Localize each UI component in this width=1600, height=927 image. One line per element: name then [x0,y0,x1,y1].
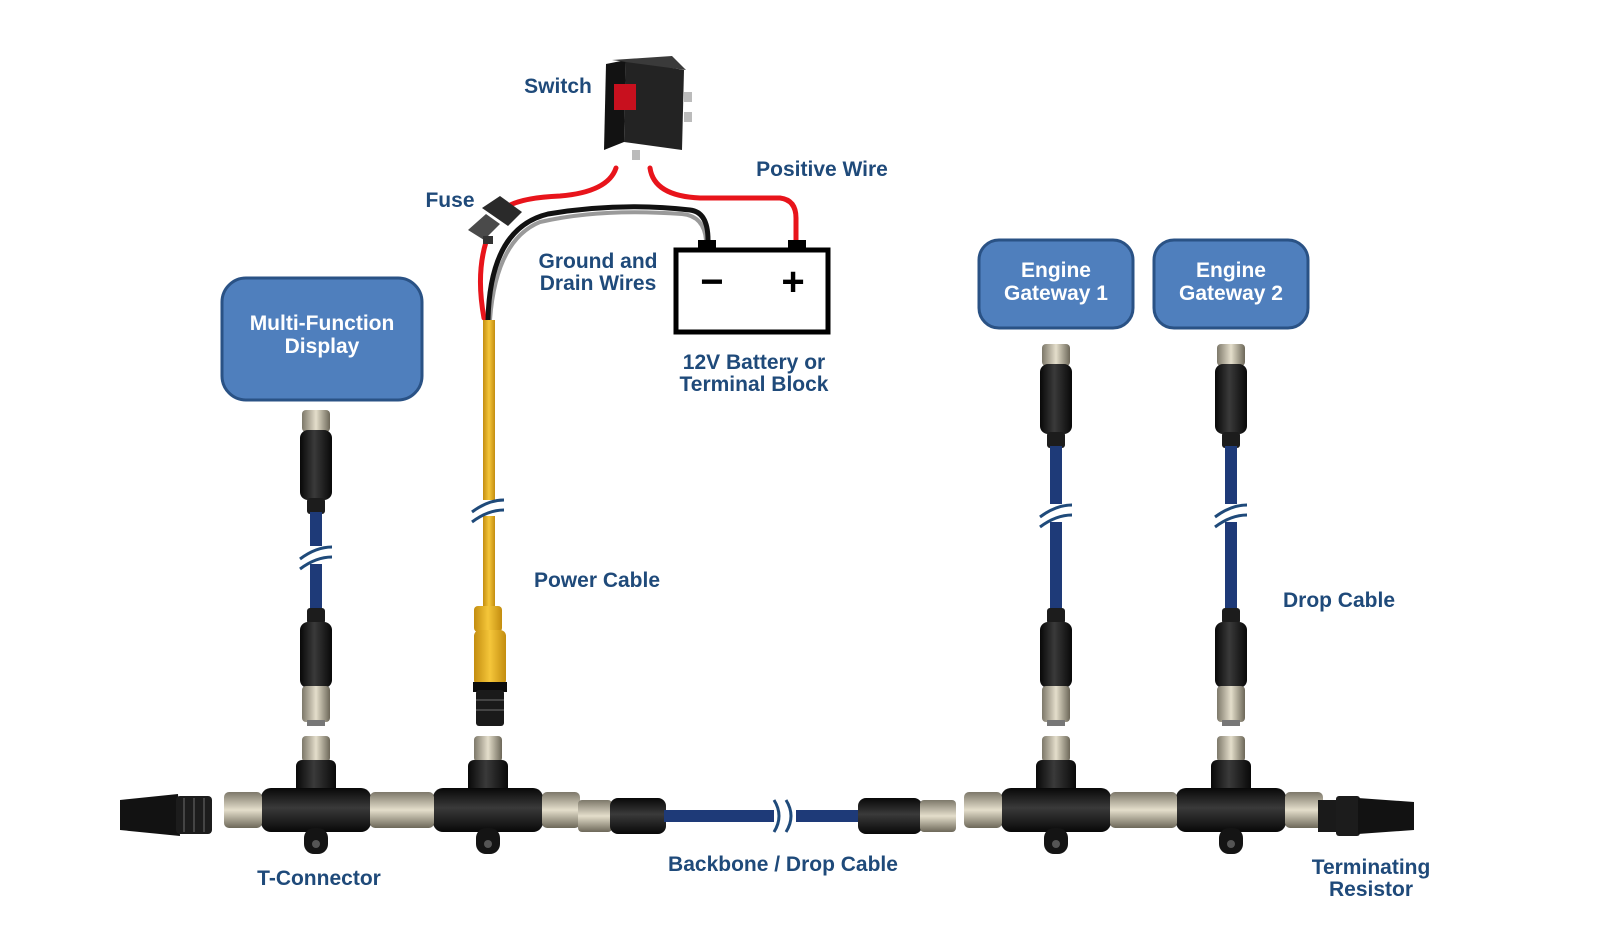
t-connector-2 [396,736,580,854]
multi-function-display-box: Multi-Function Display [220,276,424,402]
mfd-label-line2: Display [285,335,360,358]
battery-plus-sign: + [781,260,804,304]
battery-minus-sign: − [700,260,723,304]
battery-label-line2: Terminal Block [680,373,829,396]
drop-cable-mfd [299,410,333,726]
fuse-label: Fuse [425,189,474,212]
drop-cable-gateway-2 [1214,344,1248,726]
ground-drain-label-line1: Ground and [539,250,658,273]
backbone-cable-label: Backbone / Drop Cable [668,853,898,876]
engine-gateway-2-box: Engine Gateway 2 [1152,238,1310,330]
terminator-left [120,794,212,836]
switch-label: Switch [524,75,592,98]
engine-gateway-1-label-line1: Engine [1021,259,1091,282]
power-cable-label: Power Cable [534,569,660,592]
terminating-resistor-label-line1: Terminating [1312,856,1431,879]
battery-symbol: − + [673,240,831,335]
engine-gateway-1-label-line2: Gateway 1 [1004,282,1108,305]
battery-label-line1: 12V Battery or [683,351,825,374]
ground-drain-label-line2: Drain Wires [540,272,657,295]
terminating-resistor-label-line2: Resistor [1329,878,1413,901]
t-connector-label: T-Connector [257,867,381,890]
engine-gateway-2-label-line2: Gateway 2 [1179,282,1283,305]
engine-gateway-2-label-line1: Engine [1196,259,1266,282]
power-cable [471,320,507,726]
terminating-resistor [1318,796,1414,836]
positive-wire-label: Positive Wire [756,158,888,181]
ground-and-drain-wires [485,204,711,323]
t-connector-4 [1139,736,1323,854]
engine-gateway-1-box: Engine Gateway 1 [977,238,1135,330]
backbone-cable [578,798,956,834]
fuse-holder [468,196,522,244]
mfd-label-line1: Multi-Function [250,312,395,335]
switch-image [604,56,692,160]
t-connector-3 [964,736,1148,854]
t-connector-1 [224,736,408,854]
drop-cable-label: Drop Cable [1283,589,1395,612]
drop-cable-gateway-1 [1039,344,1073,726]
